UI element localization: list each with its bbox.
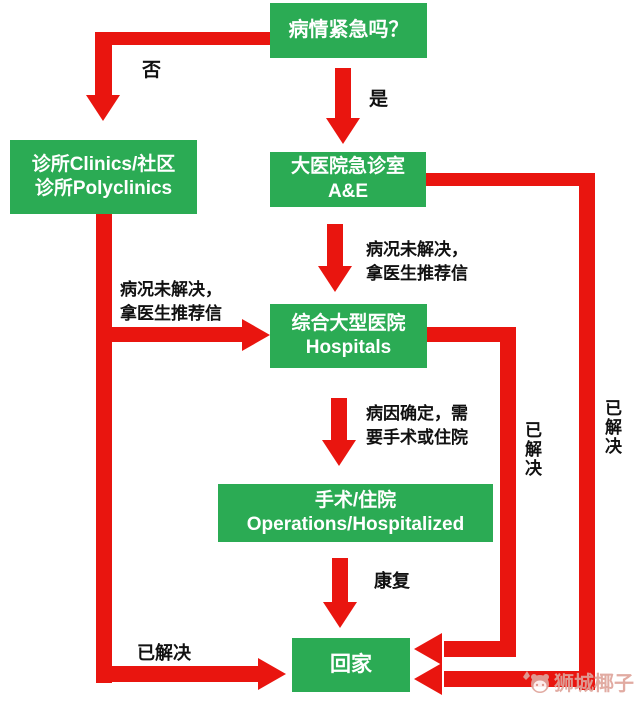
label-referral-from-ae: 病况未解决， 拿医生推荐信 [366, 238, 468, 286]
node-general-hospitals: 综合大型医院 Hospitals [270, 304, 427, 368]
arrowhead-recovery [323, 602, 357, 628]
edge-ae-right-line [426, 173, 594, 186]
edge-clinics-to-hospitals-line [112, 327, 242, 342]
node-operations-text-zh: 手术/住院 [314, 489, 397, 511]
node-operations-text-en: Operations/Hospitalized [246, 514, 465, 535]
watermark-text: 狮城椰子 [554, 673, 634, 695]
node-clinics-text-zh: 诊所Clinics/社区 [31, 153, 176, 175]
label-surgery-needed-line2: 要手术或住院 [366, 427, 468, 447]
edge-recovery-line [332, 558, 348, 602]
edge-ae-to-hospitals-line [327, 224, 343, 266]
edge-hospitals-to-ops-line [331, 398, 347, 440]
node-home-text: 回家 [330, 652, 372, 676]
arrowhead-yes-down [326, 118, 360, 144]
label-resolved-from-hospitals: 已解决 [522, 421, 541, 478]
node-hospital-ae: 大医院急诊室 A&E [270, 152, 426, 207]
node-go-home: 回家 [292, 638, 410, 692]
arrowhead-ae-to-home [414, 663, 442, 695]
label-referral-from-clinics-line1: 病况未解决， [120, 280, 222, 299]
edge-clinics-to-home-line [96, 666, 258, 682]
edge-no-horizontal-line [95, 32, 270, 45]
edge-no-vertical-line [95, 32, 112, 95]
edge-hospitals-right-line [427, 327, 516, 342]
node-clinics-text-en: 诊所Polyclinics [34, 178, 173, 199]
arrowhead-hospitals-to-ops [322, 440, 356, 466]
label-no: 否 [142, 60, 162, 81]
edge-yes-vertical-line [335, 68, 351, 118]
node-question-text: 病情紧急吗？ [288, 18, 409, 41]
label-recovery: 康复 [374, 571, 410, 591]
arrowhead-ae-to-hospitals [318, 266, 352, 292]
node-ae-text-en: A&E [327, 180, 369, 202]
node-operations-hospitalized: 手术/住院 Operations/Hospitalized [218, 484, 493, 542]
label-yes: 是 [369, 89, 389, 110]
edge-ae-down-right-line [579, 173, 595, 690]
label-surgery-needed: 病因确定，需 要手术或住院 [366, 402, 468, 450]
label-resolved-from-ae: 已解决 [602, 399, 621, 456]
node-is-condition-urgent: 病情紧急吗？ [270, 3, 427, 58]
arrowhead-clinics-to-hospitals [242, 319, 270, 351]
label-referral-from-clinics: 病况未解决， 拿医生推荐信 [120, 278, 222, 326]
label-referral-from-clinics-line2: 拿医生推荐信 [120, 303, 222, 323]
label-referral-from-ae-line1: 病况未解决， [366, 240, 468, 259]
arrowhead-no-down [86, 95, 120, 121]
coconut-mascot-icon [523, 670, 549, 693]
node-hospitals-text-en: Hospitals [305, 337, 392, 358]
label-referral-from-ae-line2: 拿医生推荐信 [366, 263, 468, 283]
label-resolved-from-clinics: 已解决 [137, 643, 191, 663]
label-surgery-needed-line1: 病因确定，需 [366, 404, 468, 423]
node-hospitals-text-zh: 综合大型医院 [291, 312, 406, 334]
edge-clinics-down-line [96, 214, 112, 683]
arrowhead-clinics-to-home [258, 658, 286, 690]
edge-hospitals-to-home-line [444, 641, 516, 657]
node-ae-text-zh: 大医院急诊室 [290, 156, 405, 178]
watermark: 狮城椰子 [521, 667, 634, 696]
edge-hospitals-down-right-line [500, 327, 516, 653]
node-clinics-polyclinics: 诊所Clinics/社区 诊所Polyclinics [10, 140, 197, 214]
arrowhead-hospitals-to-home [414, 633, 442, 665]
